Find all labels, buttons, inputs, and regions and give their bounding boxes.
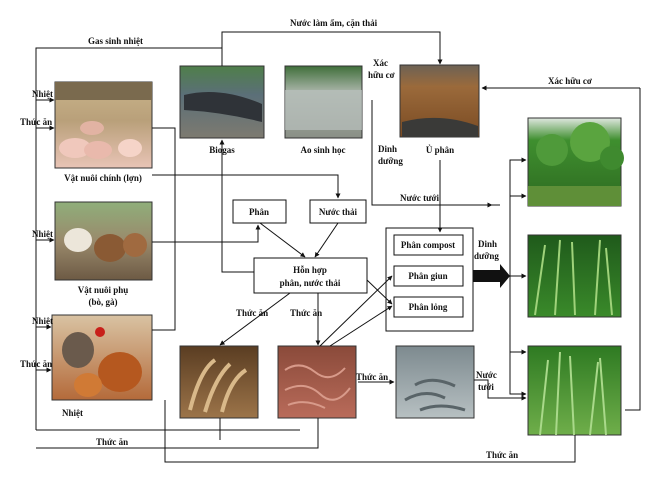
label-nhiet-1: Nhiệt — [32, 89, 53, 99]
label-nuoc-lam-am: Nước làm ẩm, cặn thải — [290, 18, 378, 28]
label-thuc-an-5: Thức ăn — [356, 372, 388, 382]
node-vat-nuoi-phu-2: (bò, gà) — [89, 297, 118, 307]
label-xac-huu-co-top-1: Xác — [373, 58, 388, 68]
corn-crop-photo — [527, 234, 622, 318]
node-phan: Phân — [249, 207, 269, 217]
cattle-photo — [54, 201, 153, 281]
label-dinh-duong-2a: Dinh — [478, 239, 497, 249]
label-dinh-duong-1b: dưỡng — [378, 156, 403, 166]
label-gas-sinh-nhiet: Gas sinh nhiệt — [88, 36, 143, 46]
label-nuoc-tuoi-2a: Nước — [476, 370, 497, 380]
node-phan-long: Phân lỏng — [409, 302, 448, 312]
node-vat-nuoi-chinh: Vật nuôi chính (lợn) — [64, 173, 142, 183]
earthworms-photo — [277, 345, 357, 419]
node-hon-hop-2: phân, nước thải — [280, 278, 341, 288]
label-thuc-an-bottom-left: Thức ăn — [96, 437, 128, 447]
label-thuc-an-4: Thức ăn — [290, 308, 322, 318]
label-nhiet-4: Nhiệt — [62, 408, 83, 418]
fish-photo — [395, 345, 475, 419]
label-nuoc-tuoi-1: Nước tưới — [400, 193, 440, 203]
larvae-photo — [179, 345, 259, 419]
node-vat-nuoi-phu-1: Vật nuôi phụ — [78, 285, 129, 295]
label-nhiet-3: Nhiệt — [32, 316, 53, 326]
label-dinh-duong-2b: dưỡng — [474, 251, 499, 261]
phan-compost-box — [393, 234, 464, 256]
label-thuc-an-1: Thức ăn — [20, 117, 52, 127]
grass-crop-photo — [527, 345, 622, 436]
node-u-phan: Ủ phân — [426, 145, 454, 155]
compost-pit-photo — [399, 64, 480, 138]
phan-box — [232, 199, 287, 224]
node-ao-sinh-hoc: Ao sinh học — [300, 145, 345, 155]
node-nuoc-thai: Nước thải — [319, 207, 358, 217]
fruit-trees-photo — [527, 117, 624, 207]
biogas-bag-photo — [179, 65, 265, 139]
chickens-photo — [51, 314, 153, 401]
pond-photo — [284, 65, 363, 139]
hon-hop-box — [253, 257, 368, 294]
label-nuoc-tuoi-2b: tưới — [478, 382, 494, 392]
node-phan-giun: Phân giun — [408, 271, 447, 281]
label-thuc-an-bottom-right: Thức ăn — [486, 450, 518, 460]
label-xac-huu-co-right: Xác hữu cơ — [548, 76, 592, 86]
label-xac-huu-co-top-2: hữu cơ — [368, 70, 395, 80]
phan-giun-box — [393, 265, 464, 287]
node-phan-compost: Phân compost — [401, 240, 455, 250]
label-nhiet-2: Nhiệt — [32, 229, 53, 239]
pigs-photo — [54, 81, 153, 169]
label-thuc-an-3: Thức ăn — [236, 308, 268, 318]
phan-long-box — [393, 296, 464, 318]
node-hon-hop-1: Hỗn hợp — [293, 265, 327, 275]
node-biogas: Biogas — [209, 145, 235, 155]
label-thuc-an-2: Thức ăn — [20, 359, 52, 369]
label-dinh-duong-1a: Dinh — [378, 144, 397, 154]
